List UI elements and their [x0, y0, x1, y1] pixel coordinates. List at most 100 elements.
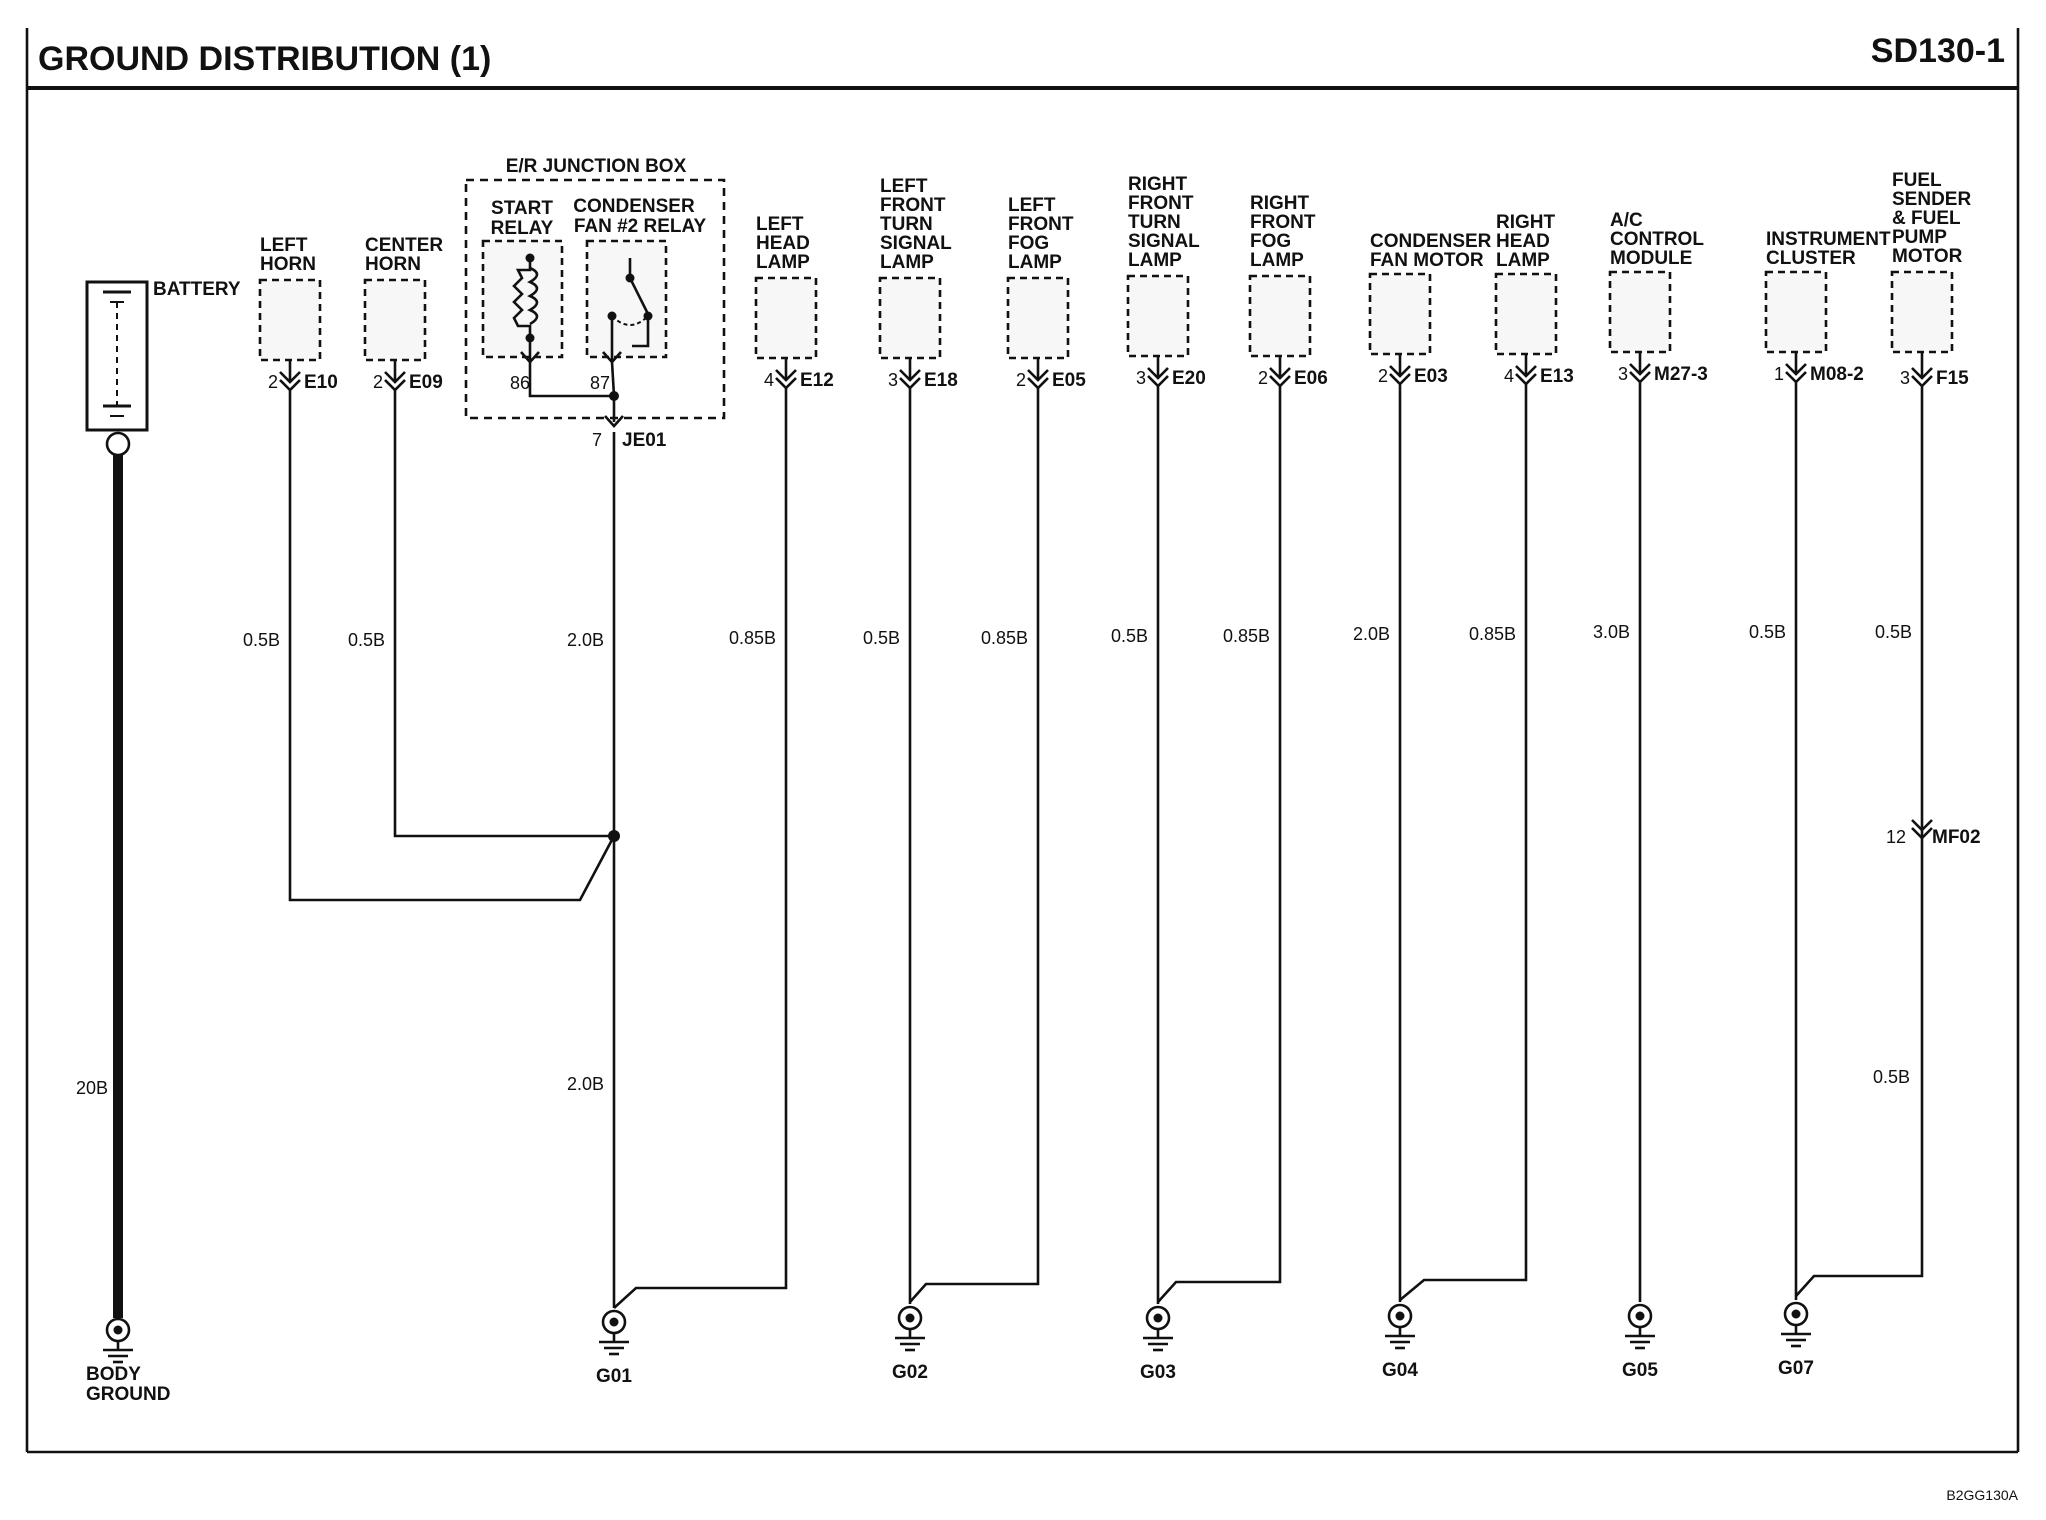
ground-terminal-dot [1635, 1311, 1645, 1321]
component-label-line: FUEL [1892, 170, 1942, 191]
component-label-line: MODULE [1610, 248, 1692, 269]
pin-87: 87 [590, 373, 610, 393]
connector-symbol [1785, 363, 1807, 376]
ground-terminal-dot [609, 1317, 619, 1327]
connector-pin: 4 [764, 370, 774, 390]
component-label-line: & FUEL [1892, 208, 1961, 229]
condenser-relay-lead [632, 316, 650, 348]
component-label-line: LEFT [756, 214, 804, 235]
component-label-line: CONTROL [1610, 229, 1704, 250]
ground-g03: G03 [1140, 1305, 1176, 1383]
fuel-sender-box [1890, 270, 1954, 354]
junction-box-title: E/R JUNCTION BOX [506, 156, 687, 177]
connector-symbol [1389, 365, 1411, 378]
connector-pin: 2 [1016, 370, 1026, 390]
right-head-lamp-ground-wire [1399, 384, 1528, 1301]
connector-symbol [1147, 367, 1169, 380]
junction-box-outline [464, 178, 726, 420]
component-label-line: FRONT [1128, 193, 1194, 214]
component-label-line: LAMP [1128, 250, 1182, 271]
je01-pin: 7 [592, 430, 602, 450]
connector-pin: 2 [268, 372, 278, 392]
left-horn-box [258, 278, 322, 362]
left-front-fog-box [1006, 276, 1070, 360]
component-label-line: CLUSTER [1766, 248, 1856, 269]
connector-symbol [1911, 367, 1933, 380]
component-label-line: SENDER [1892, 189, 1971, 210]
condenser-relay-box [585, 239, 668, 359]
instrument-cluster-box [1764, 270, 1828, 354]
connector-pin: 1 [1774, 364, 1784, 384]
connector-symbol [1027, 369, 1049, 382]
component-label-line: RIGHT [1128, 174, 1188, 195]
ground-label: G02 [892, 1362, 928, 1383]
connector-pin: 4 [1504, 366, 1514, 386]
mf02-symbol [1911, 827, 1933, 840]
right-front-fog-ground-wire [1157, 386, 1282, 1303]
pin-86: 86 [510, 373, 530, 393]
component-label-line: FRONT [880, 195, 946, 216]
battery-terminal [105, 431, 131, 457]
condenser-relay-label-1: CONDENSER [573, 196, 695, 217]
ground-label: G05 [1622, 1360, 1658, 1381]
horn-splice [608, 830, 620, 842]
center-horn-ground-wire [393, 390, 614, 838]
component-label-line: LEFT [260, 235, 308, 256]
component-label-line: HORN [260, 254, 316, 275]
ground-g02: G02 [892, 1305, 928, 1383]
component-label-line: LAMP [1008, 252, 1062, 273]
component-label-line: A/C [1610, 210, 1643, 231]
junction-box: E/R JUNCTION BOX START RELAY CONDENSER F… [464, 156, 726, 451]
connector-id: E20 [1172, 368, 1206, 389]
wire-spec-label: 0.85B [1469, 624, 1516, 644]
connector-pin: 2 [1378, 366, 1388, 386]
left-head-lamp-box [754, 276, 818, 360]
condenser-fan-box [1368, 272, 1432, 356]
ground-g07: G07 [1778, 1301, 1814, 1379]
ground-label: G07 [1778, 1358, 1814, 1379]
component-label-line: HEAD [756, 233, 810, 254]
connector-pin: 3 [1618, 364, 1628, 384]
wire-spec-label: 0.85B [1223, 626, 1270, 646]
je01-wire-label-lower: 2.0B [567, 1074, 604, 1094]
component-label-line: RIGHT [1496, 212, 1556, 233]
wire-spec-label: 0.85B [981, 628, 1028, 648]
wire-spec-label: 0.5B [243, 630, 280, 650]
ground-terminal-dot [1791, 1309, 1801, 1319]
ground-terminal-dot [905, 1313, 915, 1323]
ac-control-box [1608, 270, 1672, 354]
left-horn-ground-wire [288, 390, 616, 902]
right-front-turn-box [1126, 274, 1190, 358]
mf02-pin: 12 [1886, 827, 1906, 847]
component-label-line: FAN MOTOR [1370, 250, 1484, 271]
wire-spec-label: 0.5B [1111, 626, 1148, 646]
connector-id: E13 [1540, 366, 1574, 387]
je01-wire-label-upper: 2.0B [567, 630, 604, 650]
battery-label: BATTERY [153, 279, 241, 300]
condenser-relay-coil-link [611, 315, 649, 326]
component-label-line: TURN [1128, 212, 1181, 233]
component-label-line: FOG [1008, 233, 1049, 254]
component-label-line: CONDENSER [1370, 231, 1492, 252]
left-head-lamp-ground-wire [613, 388, 788, 1309]
left-front-turn-box [878, 276, 942, 360]
mf02-connector: MF02 [1932, 827, 1981, 848]
connector-id: E03 [1414, 366, 1448, 387]
component-label-line: LEFT [880, 176, 928, 197]
wire-spec-label: 2.0B [1353, 624, 1390, 644]
connector-id: M27-3 [1654, 364, 1708, 385]
je01-connector: JE01 [622, 430, 667, 451]
connector-pin: 3 [1136, 368, 1146, 388]
component-label-line: LAMP [1496, 250, 1550, 271]
component-label-line: TURN [880, 214, 933, 235]
connector-pin: 2 [1258, 368, 1268, 388]
